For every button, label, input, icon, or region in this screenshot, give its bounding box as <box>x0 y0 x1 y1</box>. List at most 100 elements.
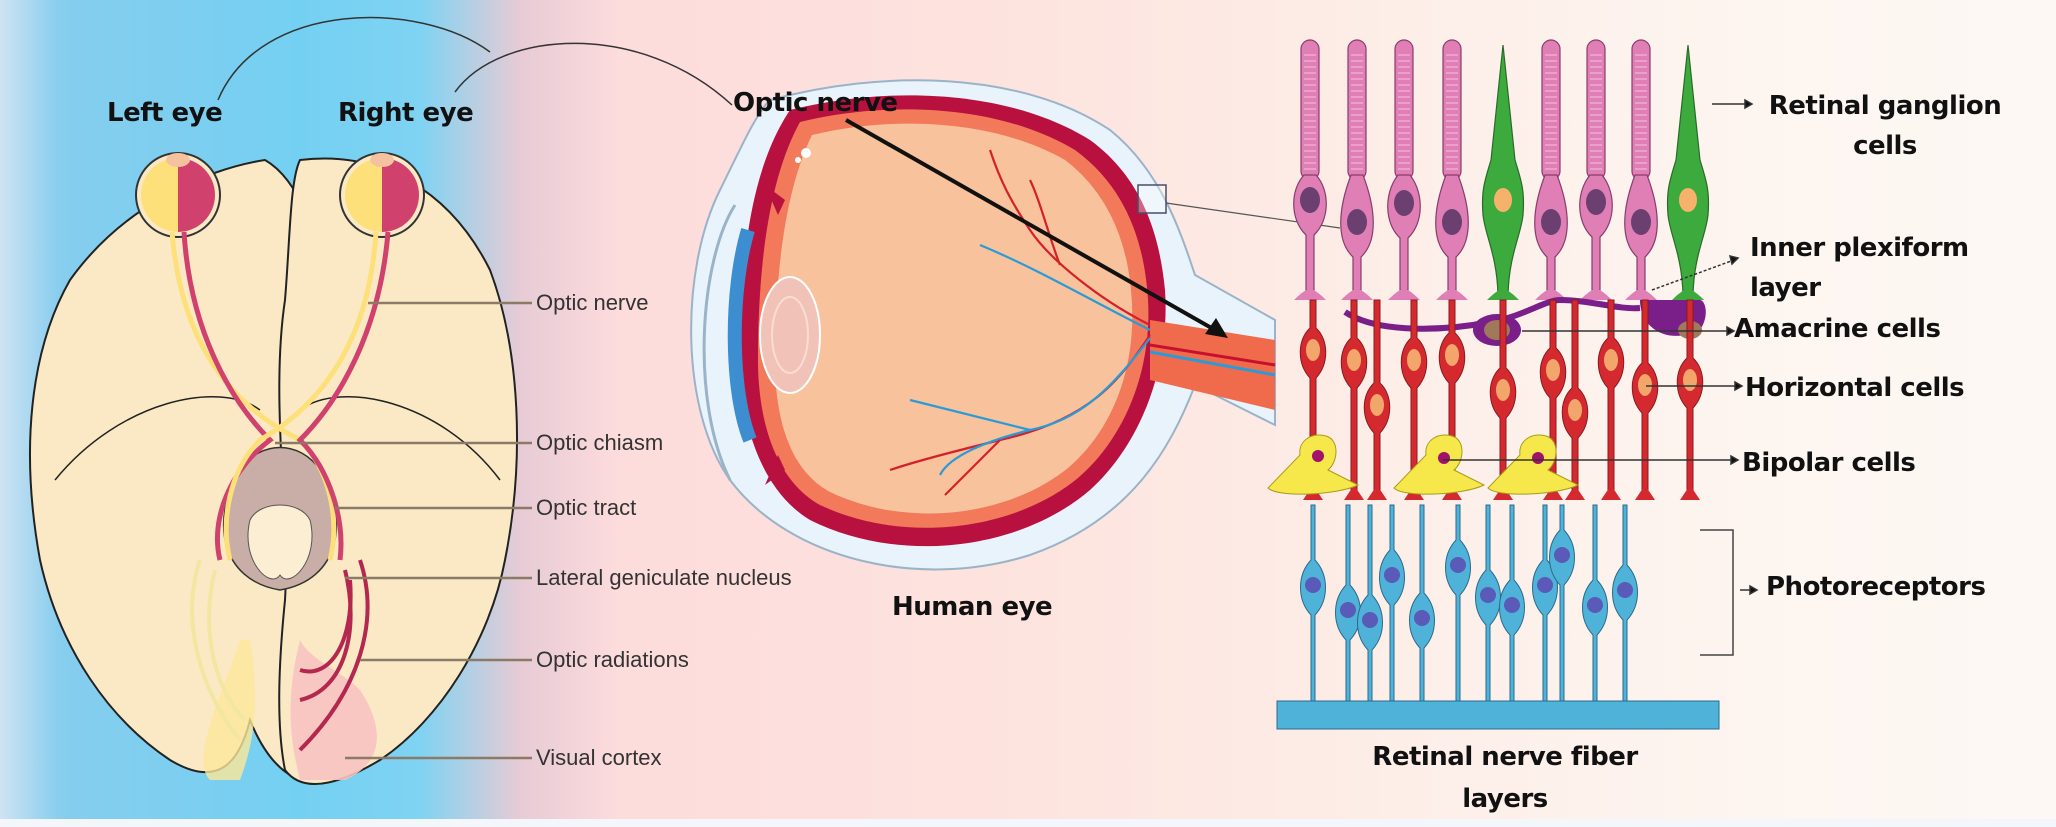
horizontal-nucleus <box>1370 394 1384 416</box>
horizontal-nucleus <box>1683 369 1697 391</box>
right-eyeball <box>339 152 425 238</box>
photoreceptor-nucleus <box>1414 610 1430 626</box>
horizontal-cell <box>1340 299 1368 491</box>
photoreceptor-cell <box>1379 504 1405 711</box>
rod-nucleus <box>1442 209 1462 235</box>
synaptic-foot <box>1535 288 1567 300</box>
photoreceptor-nucleus <box>1362 612 1378 628</box>
cone-nucleus <box>1494 188 1512 212</box>
label-retinal-ganglion-line1: Retinal ganglion <box>1768 91 2002 121</box>
synaptic-foot <box>1580 288 1612 300</box>
amacrine-process <box>1343 296 1641 332</box>
retinal-nerve-fiber-line1: Retinal nerve fiber <box>1372 742 1638 772</box>
rod-nucleus <box>1394 190 1414 216</box>
horizontal-foot <box>1367 485 1387 500</box>
label-amacrine-cells: Amacrine cells <box>1734 314 1941 344</box>
synaptic-foot <box>1672 288 1704 300</box>
horizontal-nucleus <box>1568 399 1582 421</box>
horizontal-nucleus <box>1546 359 1560 381</box>
right-eye-label: Right eye <box>338 98 474 128</box>
retinal-nerve-fiber-caption: Retinal nerve fiber layers <box>1355 736 1655 820</box>
photoreceptor-cell <box>1532 504 1558 711</box>
label-inner-plexiform-line1: Inner plexiform <box>1750 233 1969 263</box>
photoreceptor-nucleus <box>1340 602 1356 618</box>
label-visual-cortex: Visual cortex <box>536 745 662 770</box>
retina-illustration <box>1267 39 1720 730</box>
horizontal-foot <box>1601 485 1621 500</box>
label-lateral-geniculate-nucleus: Lateral geniculate nucleus <box>536 565 792 590</box>
left-eyeball <box>135 152 221 238</box>
eye-optic-nerve-label: Optic nerve <box>733 88 898 118</box>
photoreceptor-nucleus <box>1480 587 1496 603</box>
label-inner-plexiform-line2: layer <box>1750 273 1821 303</box>
rod-nucleus <box>1631 209 1651 235</box>
horizontal-foot <box>1635 485 1655 500</box>
horizontal-foot <box>1565 485 1585 500</box>
label-optic-tract: Optic tract <box>536 495 637 520</box>
photoreceptor-nucleus <box>1305 577 1321 593</box>
connector-arc-left <box>217 16 491 101</box>
horizontal-foot <box>1680 485 1700 500</box>
bipolar-cell <box>1393 434 1486 495</box>
label-optic-chiasm: Optic chiasm <box>536 430 664 455</box>
human-eye-caption: Human eye <box>892 592 1053 622</box>
brain-illustration <box>29 152 532 785</box>
photoreceptor-nucleus <box>1617 582 1633 598</box>
synaptic-foot <box>1625 288 1657 300</box>
bipolar-nucleus <box>1438 452 1450 464</box>
photoreceptor-cell <box>1612 504 1638 711</box>
label-horizontal-cells: Horizontal cells <box>1745 373 1965 403</box>
bottom-strip <box>0 819 2056 827</box>
rod-nucleus <box>1541 209 1561 235</box>
cone-nucleus <box>1679 188 1697 212</box>
synaptic-foot <box>1487 288 1519 300</box>
horizontal-nucleus <box>1604 349 1618 371</box>
rod-nucleus <box>1586 189 1606 215</box>
photoreceptor-nucleus <box>1450 557 1466 573</box>
photoreceptor-cell <box>1409 504 1435 711</box>
photoreceptor-nucleus <box>1384 567 1400 583</box>
horizontal-cell <box>1597 299 1625 491</box>
synaptic-foot <box>1341 288 1373 300</box>
horizontal-nucleus <box>1638 374 1652 396</box>
brain-leader-lines <box>275 301 532 760</box>
horizontal-nucleus <box>1496 379 1510 401</box>
horizontal-foot <box>1543 485 1563 500</box>
photoreceptor-cell <box>1300 504 1326 711</box>
horizontal-nucleus <box>1407 349 1421 371</box>
label-optic-radiations: Optic radiations <box>536 647 689 672</box>
connector-arc-right <box>454 42 733 106</box>
bipolar-cell <box>1487 434 1580 495</box>
rod-nucleus <box>1300 187 1320 213</box>
synaptic-foot <box>1388 288 1420 300</box>
bipolar-cell <box>1267 434 1360 495</box>
synaptic-foot <box>1294 288 1326 300</box>
cone-cell <box>1481 44 1525 296</box>
photoreceptor-cell <box>1549 504 1575 711</box>
photoreceptor-nucleus <box>1537 577 1553 593</box>
horizontal-foot <box>1344 485 1364 500</box>
eye-illustration <box>690 79 1341 571</box>
label-photoreceptors: Photoreceptors <box>1766 572 1986 602</box>
horizontal-nucleus <box>1347 349 1361 371</box>
photoreceptor-cell <box>1357 504 1383 711</box>
optic-nerve-arrow <box>845 118 1216 332</box>
photoreceptor-nucleus <box>1554 547 1570 563</box>
zoom-box <box>1137 184 1167 214</box>
horizontal-nucleus <box>1306 339 1320 361</box>
photoreceptor-nucleus <box>1587 597 1603 613</box>
label-bipolar-cells: Bipolar cells <box>1742 448 1916 478</box>
cone-cell <box>1666 44 1710 296</box>
label-retinal-ganglion-line2: cells <box>1853 131 1917 161</box>
rod-nucleus <box>1347 209 1367 235</box>
photoreceptor-cell <box>1475 504 1501 711</box>
synaptic-foot <box>1436 288 1468 300</box>
horizontal-cell <box>1561 299 1589 491</box>
photoreceptor-nucleus <box>1504 597 1520 613</box>
retinal-nerve-fiber-line2: layers <box>1462 784 1548 814</box>
label-inner-plexiform-layer: Inner plexiform layer <box>1750 228 1969 308</box>
bipolar-nucleus <box>1532 452 1544 464</box>
retina-leader-lines <box>1443 98 1759 656</box>
bipolar-nucleus <box>1312 450 1324 462</box>
